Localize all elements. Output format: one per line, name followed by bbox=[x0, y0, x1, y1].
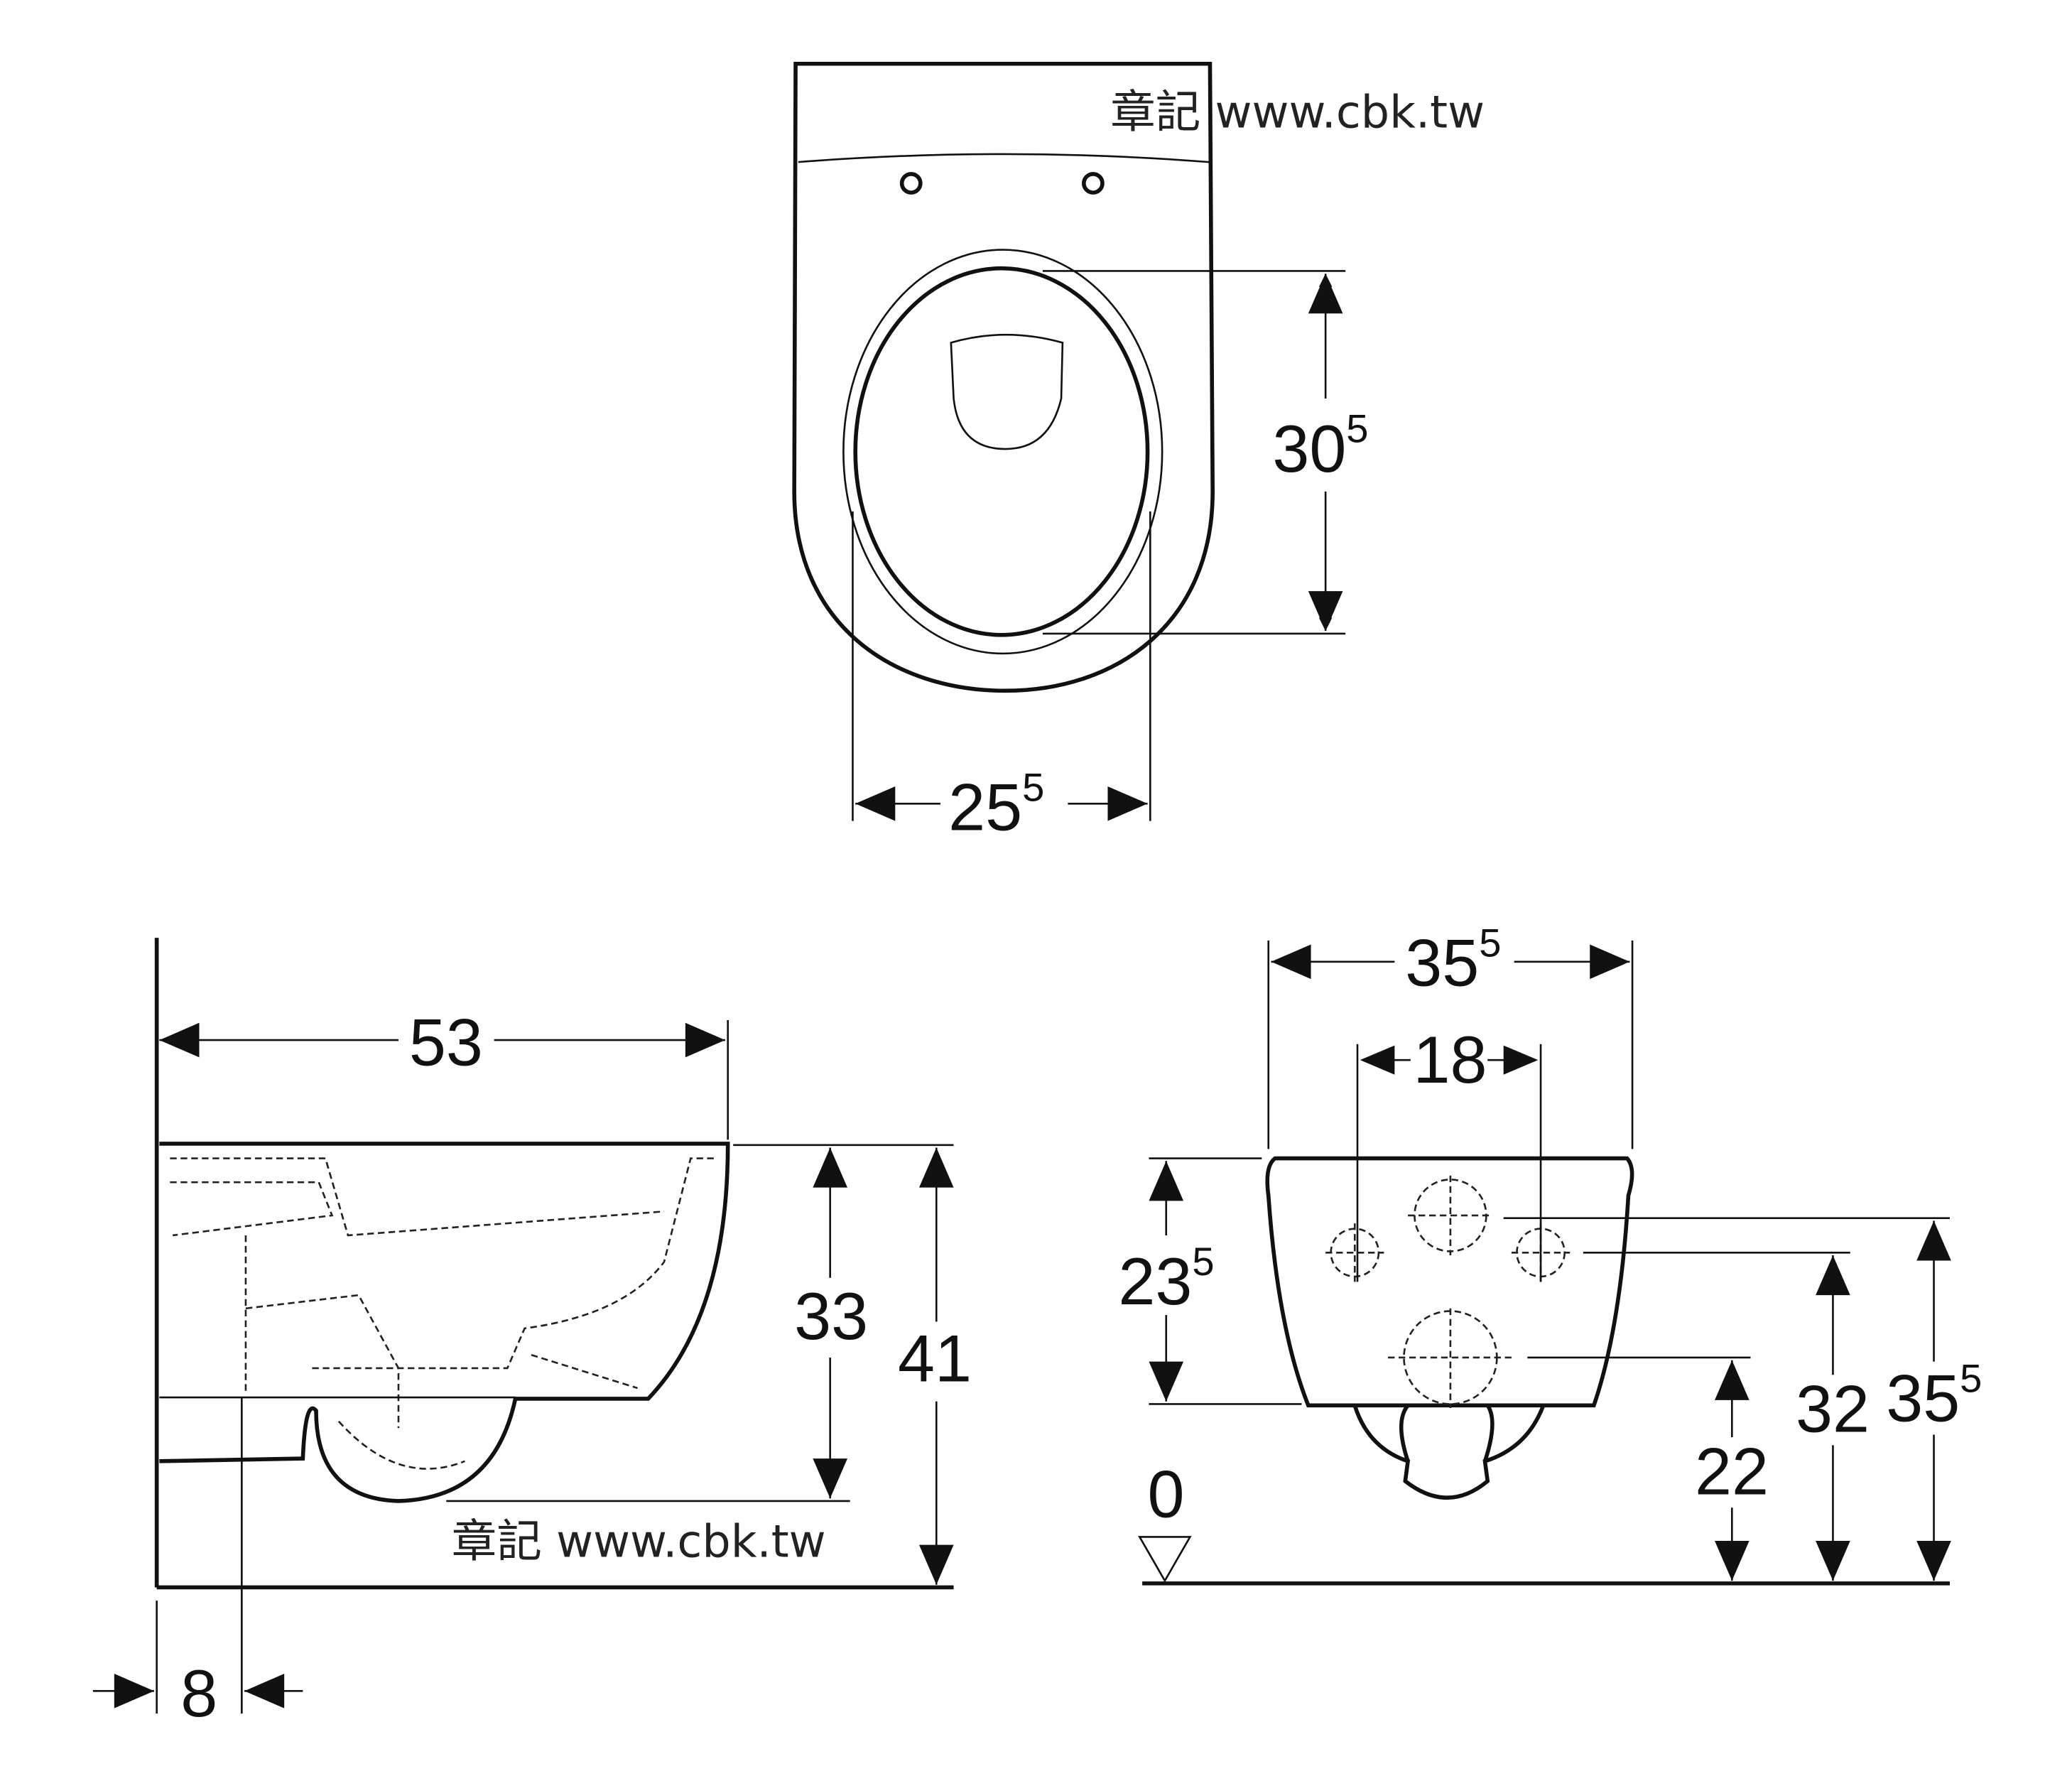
bolt-height-label: 32 bbox=[1796, 1372, 1870, 1446]
wall-offset-label: 8 bbox=[180, 1656, 217, 1731]
outlet-height-label: 22 bbox=[1695, 1434, 1769, 1509]
side-view: 53 33 41 8 章記 www.cbk.tw bbox=[92, 938, 972, 1731]
seat-width-label: 255 bbox=[948, 765, 1044, 845]
seat-opening bbox=[853, 266, 1150, 637]
flush-opening bbox=[950, 333, 1064, 450]
bowl-outline-top bbox=[792, 61, 1215, 693]
body-height-label: 235 bbox=[1118, 1239, 1214, 1319]
seat-depth-label: 305 bbox=[1272, 406, 1368, 486]
rim-height-label: 33 bbox=[794, 1279, 868, 1353]
seat-outer-rim bbox=[842, 249, 1164, 655]
outlet-front bbox=[1352, 1404, 1546, 1500]
floor-level-icon bbox=[1138, 1536, 1192, 1583]
bowl-outline-front bbox=[1265, 1156, 1634, 1408]
watermark-top: 章記 www.cbk.tw bbox=[1110, 86, 1485, 139]
bolt-spacing-label: 18 bbox=[1414, 1022, 1487, 1097]
watermark-side: 章記 www.cbk.tw bbox=[452, 1515, 826, 1567]
tank-edge bbox=[798, 153, 1209, 163]
front-width-label: 355 bbox=[1405, 920, 1501, 1000]
bowl-outline-side bbox=[159, 1142, 730, 1503]
hinge-hole-left bbox=[899, 172, 923, 195]
total-height-label: 41 bbox=[898, 1321, 972, 1396]
length-label: 53 bbox=[409, 1005, 483, 1080]
top-view: 305 255 章記 www.cbk.tw bbox=[792, 61, 1485, 845]
hinge-hole-right bbox=[1082, 172, 1105, 195]
inner-channel-dashed bbox=[170, 1157, 717, 1470]
floor-level-label: 0 bbox=[1148, 1456, 1185, 1531]
front-view: 355 18 235 0 22 32 355 bbox=[1118, 920, 1982, 1586]
top-height-label: 355 bbox=[1886, 1356, 1982, 1436]
